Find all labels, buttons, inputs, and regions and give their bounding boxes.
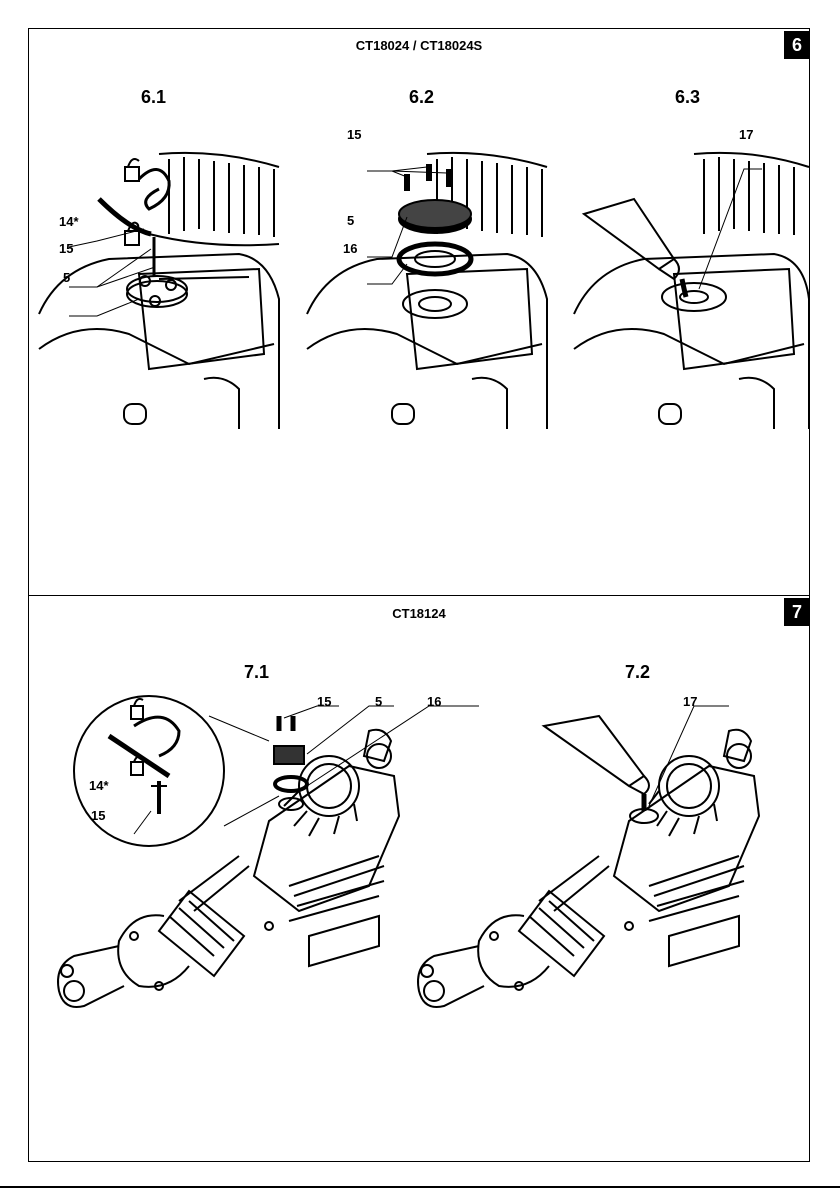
figure-7-2-callout-17: 17: [683, 694, 697, 709]
figure-6-3-drawing: [574, 119, 814, 429]
figure-6-1-label: 6.1: [141, 87, 166, 108]
figure-7-1-drawing: [39, 686, 439, 1056]
figure-6-2-callout-16: 16: [343, 241, 357, 256]
figure-7-2-label: 7.2: [625, 662, 650, 683]
figure-6-2-drawing: [307, 119, 557, 429]
figure-7-1-label: 7.1: [244, 662, 269, 683]
section-7-title: CT18124: [29, 606, 809, 621]
figure-6-1-callout-15: 15: [59, 241, 73, 256]
figure-6-1-drawing: [39, 119, 289, 429]
figure-7-1-callout-5: 5: [375, 694, 382, 709]
figure-7-1-callout-15-top: 15: [317, 694, 331, 709]
section-6-badge: 6: [784, 31, 810, 59]
section-6-panel: CT18024 / CT18024S 6 6.1: [28, 28, 810, 596]
section-7-badge: 7: [784, 598, 810, 626]
figure-7-1-callout-14: 14*: [89, 778, 109, 793]
figure-6-1-callout-5: 5: [63, 270, 70, 285]
figure-6-2-callout-15: 15: [347, 127, 361, 142]
figure-6-3-label: 6.3: [675, 87, 700, 108]
figure-7-2-drawing: [399, 686, 779, 1056]
footer-rule: [0, 1186, 840, 1188]
section-6-title: CT18024 / CT18024S: [29, 38, 809, 53]
figure-6-2-callout-5: 5: [347, 213, 354, 228]
figure-7-1-callout-15-bottom: 15: [91, 808, 105, 823]
figure-6-2-label: 6.2: [409, 87, 434, 108]
figure-6-1-callout-14: 14*: [59, 214, 79, 229]
section-7-panel: CT18124 7 7.1: [28, 596, 810, 1162]
figure-6-3-callout-17: 17: [739, 127, 753, 142]
